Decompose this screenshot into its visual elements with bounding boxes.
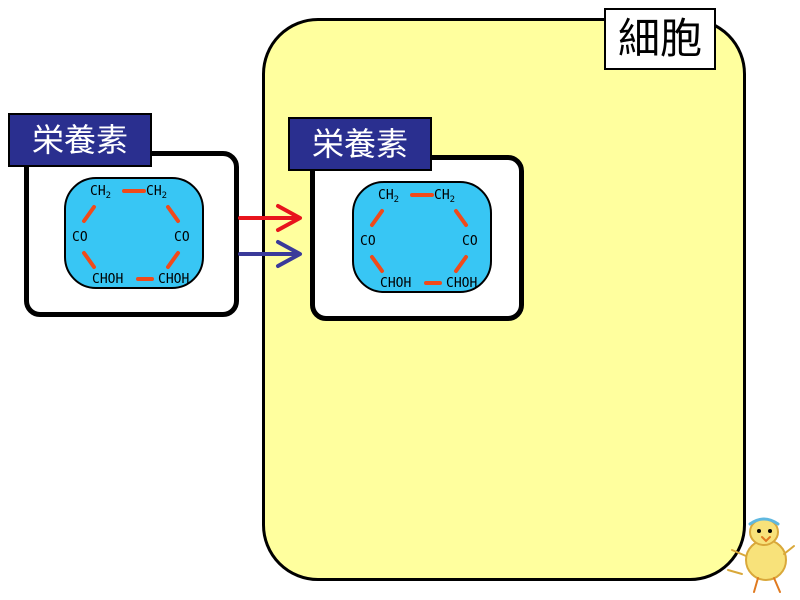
molecule-structure: CH2 CH2 CO CO CHOH CHOH [72,184,190,287]
bond-upper-right [166,205,180,223]
group-top-right: CH2 [434,188,455,205]
bond-lower-right [166,251,180,269]
nutrient-tag-inside: 栄養素 [288,117,432,171]
group-top-left: CH2 [378,188,399,205]
nutrient-tag-outside: 栄養素 [8,113,152,167]
group-top-left: CH2 [90,184,111,201]
bond-lower-left [370,255,384,273]
bond-lower-left [82,251,96,269]
transport-arrows [238,204,302,268]
molecule-inside: CH2 CH2 CO CO CHOH CHOH [352,181,492,293]
group-right: CO [174,230,190,245]
cell-label: 細胞 [604,8,716,70]
blue-arrow-head [276,240,302,268]
group-left: CO [360,234,376,249]
group-left: CO [72,230,88,245]
molecule-structure: CH2 CH2 CO CO CHOH CHOH [360,188,478,291]
group-bottom-right: CHOH [446,276,477,291]
bond-lower-right [454,255,468,273]
chick-illustration [727,517,795,593]
group-bottom-left: CHOH [92,272,123,287]
molecule-outside: CH2 CH2 CO CO CHOH CHOH [64,177,204,289]
group-right: CO [462,234,478,249]
group-bottom-left: CHOH [380,276,411,291]
red-arrow-head [276,204,302,232]
group-bottom-right: CHOH [158,272,189,287]
group-top-right: CH2 [146,184,167,201]
bond-upper-left [82,205,96,223]
bond-upper-right [454,209,468,227]
bond-upper-left [370,209,384,227]
